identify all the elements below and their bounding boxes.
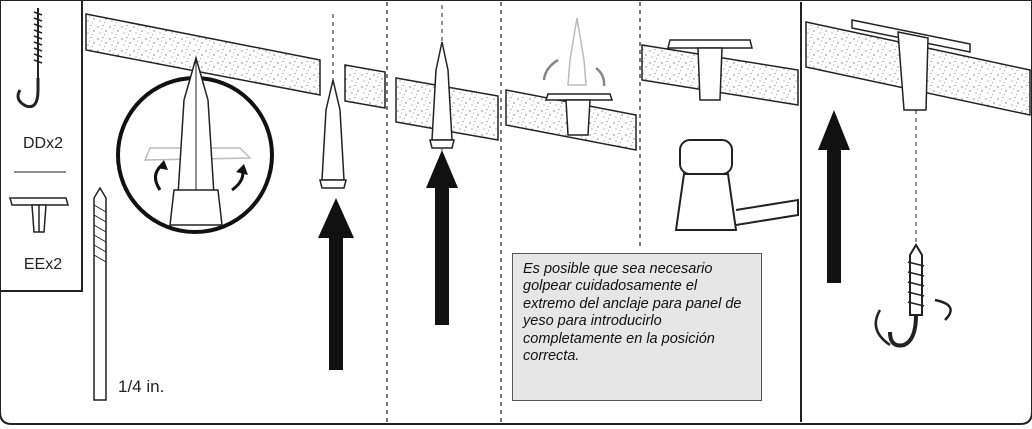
wall-board	[85, 13, 321, 96]
drill-bit-icon	[93, 186, 107, 401]
wall-board	[344, 64, 386, 109]
anchor-in-wall	[851, 19, 971, 255]
rotate-arrows-icon	[542, 58, 606, 87]
hook-quantity-label: DDx2	[22, 135, 63, 152]
step-separators	[386, 2, 641, 422]
hammer-icon	[674, 139, 799, 231]
drill-size-label: 1/4 in.	[118, 377, 165, 396]
up-arrow-icon	[426, 150, 458, 325]
anchor-in-wall	[319, 14, 347, 189]
up-arrow-icon	[818, 110, 850, 283]
anchor-in-wall	[429, 5, 455, 150]
hook-icon	[16, 8, 43, 109]
up-arrow-icon	[318, 198, 354, 370]
anchor-in-wall	[667, 39, 753, 101]
anchor-rotate-step	[544, 17, 614, 136]
hook-screw-icon	[874, 243, 952, 348]
instruction-note: Es posible que sea necesario golpear cui…	[512, 253, 762, 401]
parts-box	[0, 0, 83, 292]
zoom-circle	[116, 55, 274, 234]
anchor-icon	[9, 197, 69, 233]
anchor-quantity-label: EEx2	[23, 256, 63, 273]
